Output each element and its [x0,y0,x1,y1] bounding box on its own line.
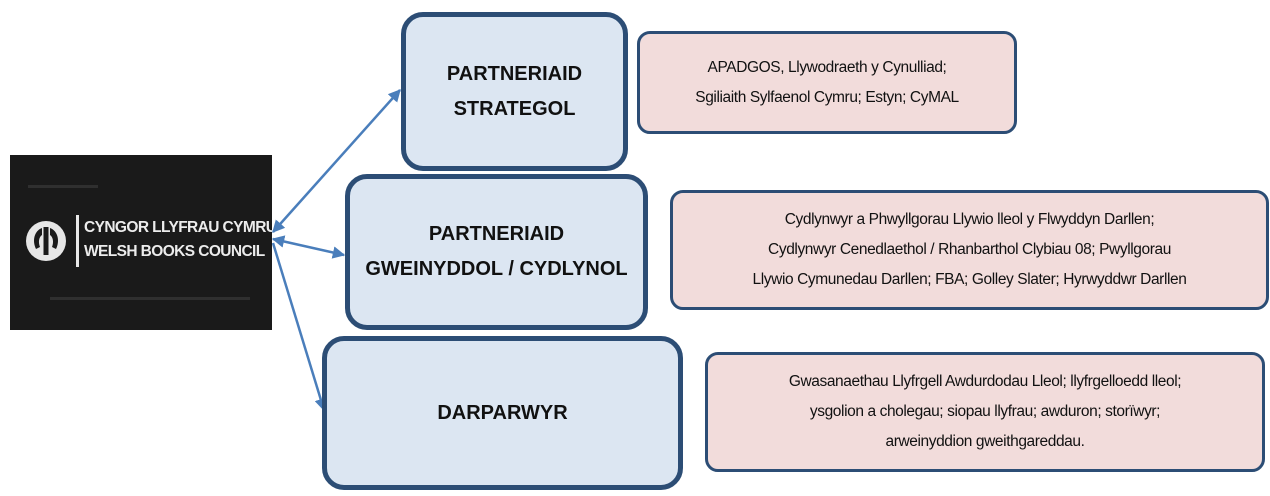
detail-line: ysgolion a cholegau; siopau llyfrau; awd… [809,403,1161,420]
detail-line: APADGOS, Llywodraeth y Cynulliad; [707,58,947,76]
node-title-line: DARPARWYR [437,401,568,424]
arrow-to-gweinyddol [271,235,346,259]
darparwyr-details-box: Gwasanaethau Llyfrgell Awdurdodau Lleol;… [705,352,1265,472]
partneriaid-strategol-node: PARTNERIAID STRATEGOL [401,12,628,171]
node-title-line: PARTNERIAID [446,62,583,85]
detail-line: Sgiliaith Sylfaenol Cymru; Estyn; CyMAL [695,88,959,106]
node-title-line: PARTNERIAID [428,223,565,245]
logo-text-welsh: CYNGOR LLYFRAU CYMRU [84,219,272,236]
strategol-details-box: APADGOS, Llywodraeth y Cynulliad; Sgilia… [637,31,1017,134]
welsh-books-council-logo: CYNGOR LLYFRAU CYMRU WELSH BOOKS COUNCIL [10,155,272,330]
node-title-line: STRATEGOL [453,97,576,120]
detail-line: Cydlynwyr a Phwyllgorau Llywio lleol y F… [784,211,1155,228]
detail-line: arweinyddion gweithgareddau. [885,433,1085,450]
logo-text-english: WELSH BOOKS COUNCIL [84,243,265,260]
welsh-books-council-emblem-icon [26,221,66,261]
detail-line: Gwasanaethau Llyfrgell Awdurdodau Lleol;… [788,373,1182,390]
logo-faint-rule-bottom [50,297,250,300]
detail-line: Llywio Cymunedau Darllen; FBA; Golley Sl… [752,271,1187,288]
logo-faint-rule-top [28,185,98,188]
gweinyddol-details-box: Cydlynwyr a Phwyllgorau Llywio lleol y F… [670,190,1269,310]
node-title-line: GWEINYDDOL / CYDLYNOL [365,258,628,280]
detail-line: Cydlynwyr Cenedlaethol / Rhanbarthol Cly… [768,241,1171,258]
partneriaid-gweinyddol-node: PARTNERIAID GWEINYDDOL / CYDLYNOL [345,174,648,330]
logo-divider [76,215,79,267]
arrow-to-darparwyr [271,242,327,412]
darparwyr-node: DARPARWYR [322,336,683,490]
